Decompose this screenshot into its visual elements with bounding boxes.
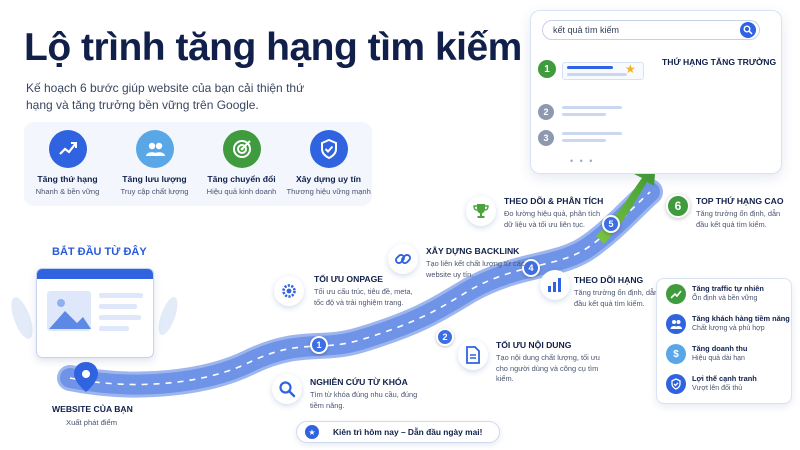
result-sub: Chất lượng và phù hợp xyxy=(692,325,765,332)
trophy-icon xyxy=(466,196,496,226)
step-desc: Đo lường hiệu quả, phân tích dữ liệu và … xyxy=(504,209,601,229)
benefit-title: Tăng thứ hạng xyxy=(37,174,98,184)
step-title: NGHIÊN CỨU TỪ KHÓA xyxy=(310,377,408,387)
result-row xyxy=(562,62,644,80)
benefit-item: Xây dựng uy tín Thương hiệu vững mạnh xyxy=(287,130,371,206)
step-text: THEO DÕI HẠNG Tăng trưởng ổn định, dẫn đ… xyxy=(574,275,660,309)
location-pin-icon xyxy=(74,362,98,392)
dollar-icon: $ xyxy=(666,344,686,364)
search-input[interactable]: kết quả tìm kiếm xyxy=(542,20,760,40)
step-number: 1 xyxy=(310,336,328,354)
motto-text: Kiên trì hôm nay – Dẫn đầu ngày mai! xyxy=(333,427,483,437)
result-title: Tăng doanh thu xyxy=(692,344,748,353)
magnifier-icon xyxy=(272,374,302,404)
star-icon: ★ xyxy=(625,62,636,76)
benefit-item: Tăng lưu lượng Truy cập chất lượng xyxy=(113,130,197,206)
step-desc: Tối ưu cấu trúc, tiêu đề, meta, tốc độ v… xyxy=(314,287,413,307)
chart-icon xyxy=(48,130,87,168)
step-number: 6 xyxy=(666,194,690,218)
result-title: Lợi thế cạnh tranh xyxy=(692,374,757,383)
step-desc: Tạo liên kết chất lượng từ các website u… xyxy=(426,259,525,279)
step-desc: Tìm từ khóa đúng nhu cầu, đúng tiềm năng… xyxy=(310,390,418,410)
benefit-sub: Truy cập chất lượng xyxy=(120,187,189,196)
rank-number: 3 xyxy=(538,130,554,146)
result-row xyxy=(562,139,606,142)
rank-number: 2 xyxy=(538,104,554,120)
step-desc: Tạo nội dung chất lượng, tối ưu cho ngườ… xyxy=(496,353,600,383)
benefit-item: Tăng chuyển đổi Hiệu quả kinh doanh xyxy=(200,130,284,206)
leaf-decoration xyxy=(11,297,178,339)
growth-title: THỨ HẠNG TĂNG TRƯỞNG xyxy=(662,57,777,67)
step-title: TOP THỨ HẠNG CAO xyxy=(696,196,784,206)
pagination-dots: • • • xyxy=(570,156,595,166)
website-label: WEBSITE CỦA BẠN xyxy=(52,404,133,414)
search-icon xyxy=(743,25,753,35)
gear-icon xyxy=(274,276,304,306)
benefits-panel: Tăng thứ hạng Nhanh & bền vững Tăng lưu … xyxy=(24,122,372,206)
step-title: TỐI ƯU ONPAGE xyxy=(314,274,384,284)
result-sub: Ổn định và bền vững xyxy=(692,295,758,302)
step-text: THEO DÕI & PHÂN TÍCH Đo lường hiệu quả, … xyxy=(504,196,604,230)
page-subtitle: Kế hoạch 6 bước giúp website của bạn cải… xyxy=(26,81,305,112)
users-icon xyxy=(135,130,174,168)
result-title: Tăng khách hàng tiềm năng xyxy=(692,314,790,323)
step-title: THEO DÕI & PHÂN TÍCH xyxy=(504,196,604,206)
step-desc: Tăng trưởng ổn định, dẫn đầu kết quả tìm… xyxy=(574,288,659,308)
result-row xyxy=(562,106,622,109)
target-icon xyxy=(222,130,261,168)
benefit-title: Xây dựng uy tín xyxy=(296,174,361,184)
benefit-title: Tăng lưu lượng xyxy=(122,174,187,184)
document-icon xyxy=(458,340,488,370)
benefit-item: Tăng thứ hạng Nhanh & bền vững xyxy=(26,130,110,206)
step-number: 5 xyxy=(602,215,620,233)
trend-icon xyxy=(666,284,686,304)
page-title: Lộ trình tăng hạng tìm kiếm xyxy=(24,26,522,69)
benefit-sub: Thương hiệu vững mạnh xyxy=(286,187,371,196)
step-number: 4 xyxy=(522,259,540,277)
result-item: Tăng traffic tự nhiên Ổn định và bền vững xyxy=(666,284,764,304)
result-sub: Hiệu quả dài hạn xyxy=(692,355,745,362)
users-icon xyxy=(666,314,686,334)
step-text: NGHIÊN CỨU TỪ KHÓA Tìm từ khóa đúng nhu … xyxy=(310,377,420,411)
step-text: TOP THỨ HẠNG CAO Tăng trưởng ổn định, dẫ… xyxy=(696,196,792,230)
benefit-sub: Hiệu quả kinh doanh xyxy=(206,187,277,196)
step-text: XÂY DỰNG BACKLINK Tạo liên kết chất lượn… xyxy=(426,246,536,280)
result-row xyxy=(562,113,606,116)
bar-chart-icon xyxy=(540,270,570,300)
result-title: Tăng traffic tự nhiên xyxy=(692,284,764,293)
step-text: TỐI ƯU NỘI DUNG Tạo nội dung chất lượng,… xyxy=(496,340,608,385)
shield-icon xyxy=(309,130,348,168)
motto-banner: ★ Kiên trì hôm nay – Dẫn đầu ngày mai! xyxy=(296,421,500,443)
step-title: THEO DÕI HẠNG xyxy=(574,275,644,285)
step-title: TỐI ƯU NỘI DUNG xyxy=(496,340,572,350)
benefit-title: Tăng chuyển đổi xyxy=(207,174,276,184)
website-sub: Xuất phát điểm xyxy=(66,418,118,427)
benefit-sub: Nhanh & bền vững xyxy=(35,187,100,196)
star-icon: ★ xyxy=(305,425,319,439)
search-button[interactable] xyxy=(740,22,756,38)
step-text: TỐI ƯU ONPAGE Tối ưu cấu trúc, tiêu đề, … xyxy=(314,274,422,308)
step-number: 2 xyxy=(436,328,454,346)
result-sub: Vượt lên đối thủ xyxy=(692,385,743,392)
website-illustration xyxy=(36,268,154,358)
rank-number: 1 xyxy=(538,60,556,78)
link-icon xyxy=(388,244,418,274)
shield-icon xyxy=(666,374,686,394)
step-desc: Tăng trưởng ổn định, dẫn đầu kết quả tìm… xyxy=(696,209,781,229)
result-row xyxy=(562,132,622,135)
step-title: XÂY DỰNG BACKLINK xyxy=(426,246,520,256)
start-label: BẮT ĐẦU TỪ ĐÂY xyxy=(52,246,147,258)
